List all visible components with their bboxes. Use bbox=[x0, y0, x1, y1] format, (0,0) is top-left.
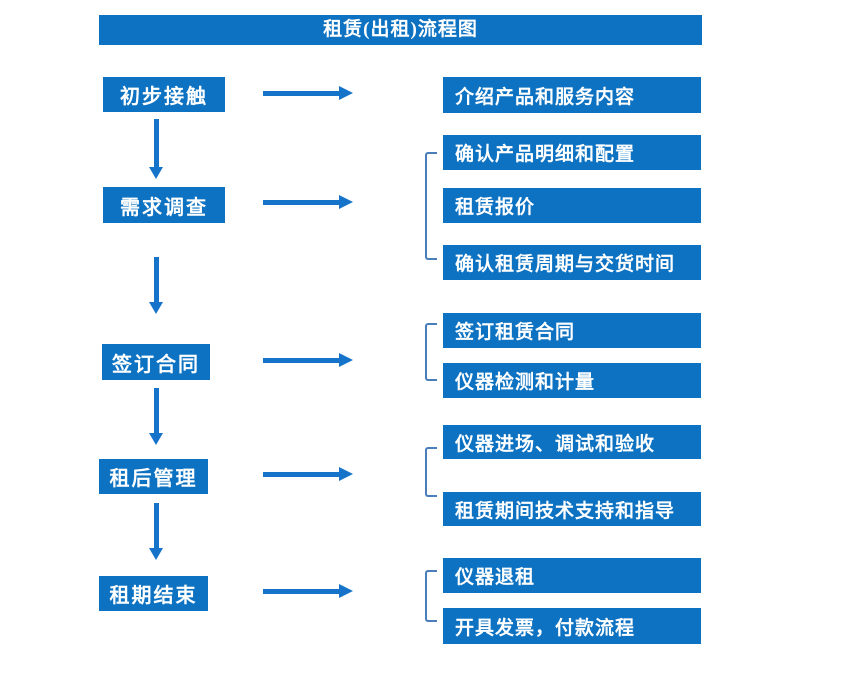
flowchart-title: 租赁(出租)流程图 bbox=[99, 15, 702, 45]
right-arrow-icon bbox=[263, 86, 353, 100]
right-arrow-icon bbox=[263, 195, 353, 209]
detail-box-sign-rental-contract: 签订租赁合同 bbox=[443, 313, 701, 348]
down-arrow-icon bbox=[149, 503, 163, 560]
down-arrow-icon bbox=[149, 257, 163, 314]
detail-box-tech-support-during-rental: 租赁期间技术支持和指导 bbox=[443, 492, 701, 526]
group-bracket bbox=[425, 447, 437, 497]
detail-box-instrument-testing-metering: 仪器检测和计量 bbox=[443, 363, 701, 398]
detail-box-confirm-product-details-config: 确认产品明细和配置 bbox=[443, 135, 701, 170]
detail-box-instrument-arrival-debug-acceptance: 仪器进场、调试和验收 bbox=[443, 425, 701, 459]
right-arrow-icon bbox=[263, 467, 353, 481]
down-arrow-icon bbox=[149, 119, 163, 179]
right-arrow-icon bbox=[263, 584, 353, 598]
detail-box-introduce-products-services: 介绍产品和服务内容 bbox=[443, 77, 701, 113]
step-box-post-rental-management: 租后管理 bbox=[99, 459, 208, 494]
detail-box-instrument-return: 仪器退租 bbox=[443, 558, 701, 593]
right-arrow-icon bbox=[263, 353, 353, 367]
step-box-initial-contact: 初步接触 bbox=[103, 77, 225, 112]
detail-box-rental-quotation: 租赁报价 bbox=[443, 188, 701, 223]
step-box-demand-survey: 需求调查 bbox=[103, 187, 225, 223]
detail-box-confirm-rental-period-delivery: 确认租赁周期与交货时间 bbox=[443, 245, 701, 280]
detail-box-invoice-payment-process: 开具发票，付款流程 bbox=[443, 608, 701, 644]
group-bracket bbox=[425, 570, 437, 622]
step-box-rental-end: 租期结束 bbox=[99, 576, 208, 611]
group-bracket bbox=[425, 152, 437, 260]
down-arrow-icon bbox=[149, 388, 163, 445]
step-box-sign-contract: 签订合同 bbox=[102, 344, 210, 380]
group-bracket bbox=[425, 323, 437, 381]
